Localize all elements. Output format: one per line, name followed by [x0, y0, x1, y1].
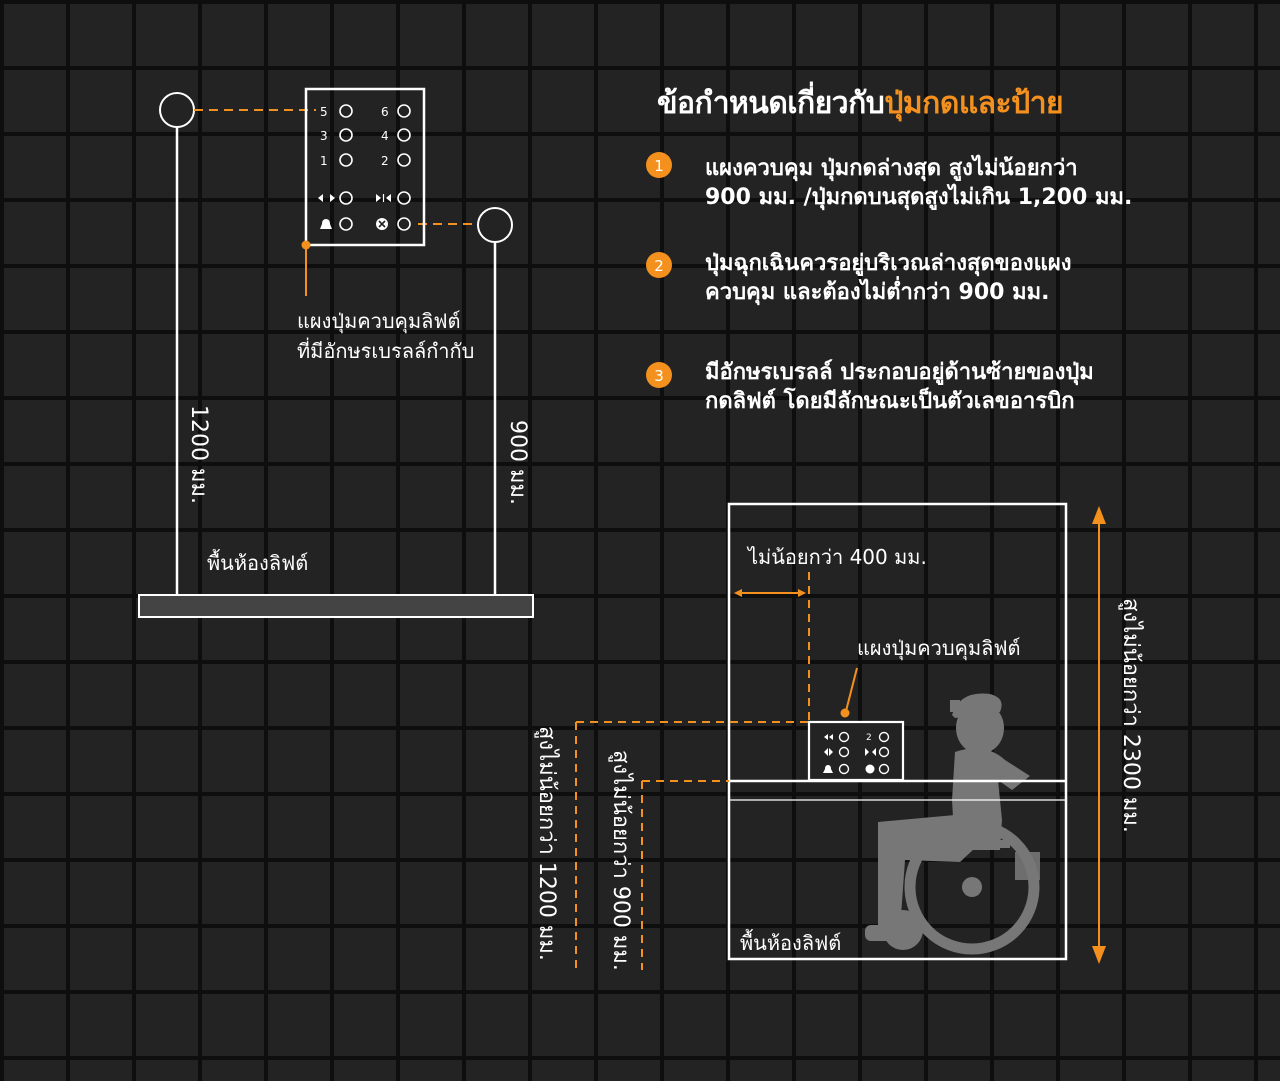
- requirement-item-2: 2 ปุ่มฉุกเฉินควรอยู่บริเวณล่างสุดของแผง …: [646, 251, 1071, 306]
- alarm-button: [339, 217, 353, 231]
- min-height-1200-label: สูงไม่น้อยกว่า 1200 มม.: [534, 726, 560, 961]
- wheelchair-hub: [962, 877, 982, 897]
- height-label-1200: 1200 มม.: [186, 405, 211, 504]
- diagram-side-view: 1200 มม. 900 มม. 5 6 3 4 1 2: [138, 87, 534, 618]
- dim-2300-arrow-bottom: [1092, 946, 1106, 964]
- emergency-stop-icon: [376, 218, 388, 230]
- control-panel: [304, 87, 426, 247]
- min-distance-label: ไม่น้อยกว่า 400 มม.: [746, 545, 927, 569]
- number-badge-2: [646, 252, 672, 278]
- number-badge-3: [646, 362, 672, 388]
- height-marker-900: [477, 207, 513, 243]
- door-close-button: [397, 191, 411, 205]
- emergency-stop-button: [397, 217, 411, 231]
- requirement-2-line-1: ปุ่มฉุกเฉินควรอยู่บริเวณล่างสุดของแผง: [705, 251, 1071, 277]
- panel-button-label-4: 4: [381, 129, 389, 143]
- panel-front-button-label-2: 2: [866, 733, 872, 743]
- requirement-1-line-1: แผงควบคุม ปุ่มกดล่างสุด สูงไม่น้อยกว่า: [705, 154, 1078, 182]
- min-height-900-label: สูงไม่น้อยกว่า 900 มม.: [608, 750, 634, 971]
- panel-button-label-5: 5: [320, 105, 328, 119]
- panel-callout-dot: [301, 240, 311, 250]
- panel-button-5: [339, 104, 353, 118]
- panel-button-label-1: 1: [320, 154, 328, 168]
- panel-label-leader: [845, 667, 858, 712]
- panel-label-front: แผงปุ่มควบคุมลิฟต์: [857, 636, 1021, 661]
- panel-button-label-6: 6: [381, 105, 389, 119]
- title-part-1: ข้อกำหนดเกี่ยวกับ: [657, 81, 884, 121]
- wheelchair-wheel: [904, 819, 1040, 955]
- title-part-2: ปุ่มกดและป้าย: [884, 86, 1063, 122]
- panel-button-label-2: 2: [381, 154, 389, 168]
- panel-button-6: [397, 104, 411, 118]
- diagram-front-view: ไม่น้อยกว่า 400 มม. แผงปุ่มควบคุมลิฟต์ 2: [534, 502, 1144, 971]
- requirement-1-line-2: 900 มม. /ปุ่มกดบนสุดสูงไม่เกิน 1,200 มม.: [705, 183, 1132, 211]
- min-height-2300-label: สูงไม่น้อยกว่า 2300 มม.: [1118, 598, 1144, 833]
- number-badge-1-label: 1: [654, 157, 664, 175]
- floor-slab: [138, 594, 534, 618]
- floor-label-front: พื้นห้องลิฟต์: [740, 929, 841, 955]
- alarm-bell-icon: [320, 219, 332, 229]
- number-badge-2-label: 2: [654, 257, 664, 275]
- panel-label-line-2: ที่มีอักษรเบรลล์กำกับ: [297, 337, 474, 363]
- min-distance-arrow-right: [798, 589, 806, 597]
- door-open-button: [339, 191, 353, 205]
- panel-button-2: [397, 153, 411, 167]
- requirement-2-line-2: ควบคุม และต้องไม่ต่ำกว่า 900 มม.: [705, 275, 1049, 306]
- door-close-icon: [376, 194, 391, 202]
- height-marker-1200: [159, 92, 195, 128]
- requirement-3-line-1: มีอักษรเบรลล์ ประกอบอยู่ด้านซ้ายของปุ่ม: [705, 359, 1094, 386]
- panel-button-4: [397, 128, 411, 142]
- panel-front-icons: 2: [823, 731, 890, 775]
- panel-button-1: [339, 153, 353, 167]
- requirement-item-1: 1 แผงควบคุม ปุ่มกดล่างสุด สูงไม่น้อยกว่า…: [646, 152, 1132, 211]
- height-label-900: 900 มม.: [505, 420, 530, 505]
- lift-car-outline: [727, 502, 1068, 961]
- number-badge-3-label: 3: [654, 367, 664, 385]
- min-distance-arrow-left: [734, 589, 742, 597]
- panel-button-3: [339, 128, 353, 142]
- page-title: ข้อกำหนดเกี่ยวกับปุ่มกดและป้าย: [657, 81, 1063, 122]
- floor-label-side: พื้นห้องลิฟต์: [207, 549, 308, 575]
- number-badge-1: [646, 152, 672, 178]
- dim-2300-arrow-top: [1092, 506, 1106, 524]
- panel-label-line-1: แผงปุ่มควบคุมลิฟต์: [297, 309, 461, 334]
- door-open-icon: [318, 194, 335, 202]
- requirement-item-3: 3 มีอักษรเบรลล์ ประกอบอยู่ด้านซ้ายของปุ่…: [646, 359, 1094, 414]
- requirement-3-line-2: กดลิฟต์ โดยมีลักษณะเป็นตัวเลขอารบิก: [705, 386, 1075, 414]
- panel-button-label-3: 3: [320, 129, 328, 143]
- panel-label-dot: [840, 708, 850, 718]
